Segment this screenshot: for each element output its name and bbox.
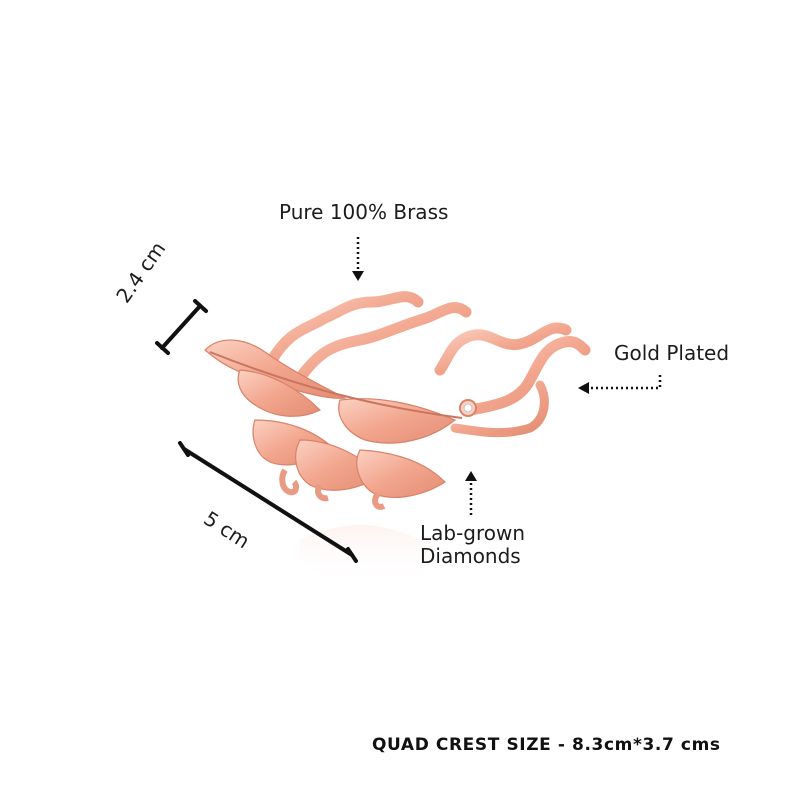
feather <box>204 339 463 510</box>
width-dimension <box>178 441 358 563</box>
feather-curl-1 <box>279 468 300 496</box>
stone-label-line1: Lab-grown <box>420 521 526 545</box>
crest-bar <box>450 380 549 438</box>
diamond-stone <box>459 399 477 417</box>
feather-curl-2 <box>315 483 329 502</box>
feather-curl-3 <box>372 491 386 510</box>
prong-4 <box>464 336 591 416</box>
feather-leaf-3 <box>295 439 381 491</box>
prong-3 <box>434 322 572 376</box>
arrow-brass <box>352 237 364 281</box>
material-label: Pure 100% Brass <box>279 200 449 224</box>
stone-label-line2: Diamonds <box>420 544 521 568</box>
feather-spine <box>209 351 463 419</box>
arrow-diamonds <box>465 471 477 515</box>
reflection <box>300 525 431 587</box>
feather-leaf-4 <box>338 398 457 444</box>
feather-leaf-1 <box>237 369 322 417</box>
prong-1 <box>266 291 424 366</box>
size-caption: QUAD CREST SIZE - 8.3cm*3.7 cms <box>372 735 721 755</box>
height-dimension <box>155 299 208 355</box>
feather-leaf-5 <box>356 449 446 498</box>
comb-prongs <box>266 291 591 438</box>
prong-2 <box>294 302 472 384</box>
stone-label: Lab-grown Diamonds <box>420 522 525 568</box>
plating-label: Gold Plated <box>614 341 730 365</box>
arrow-gold <box>578 375 662 394</box>
